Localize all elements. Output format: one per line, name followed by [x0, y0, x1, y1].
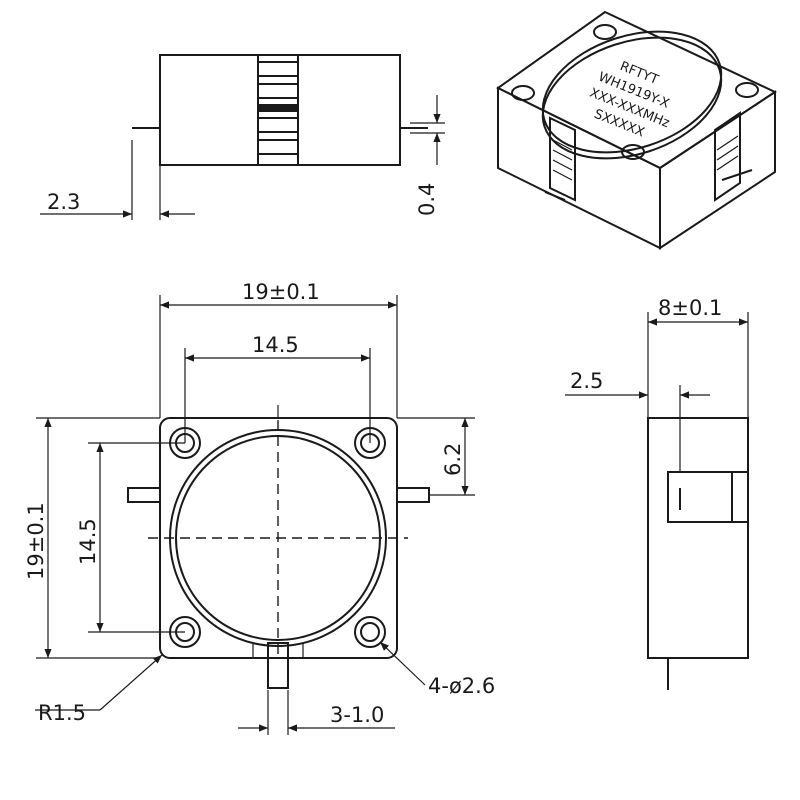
dim-tab-offset: 6.2 — [441, 443, 465, 476]
side-view-right: 8±0.1 2.5 — [565, 296, 749, 690]
dim-corner-radius: R1.5 — [38, 701, 86, 725]
dim-thickness: 8±0.1 — [658, 296, 722, 320]
isometric-view: RFTYT WH1919Y-X XXX-XXXMHz SXXXXX — [496, 10, 778, 250]
mount-hole-br — [354, 616, 386, 648]
dim-hole-pitch-x: 14.5 — [252, 333, 299, 357]
side-view-top: 2.3 0.4 — [40, 54, 445, 220]
dim-mount-holes: 4-ø2.6 — [428, 674, 495, 698]
dim-pin-offset: 2.5 — [570, 369, 603, 393]
dim-hole-pitch-y: 14.5 — [76, 518, 100, 565]
dim-lead-overhang: 2.3 — [47, 190, 80, 214]
dim-lead-thickness: 0.4 — [415, 183, 439, 216]
dim-pin-width: 3-1.0 — [330, 703, 384, 727]
dim-body-width: 19±0.1 — [242, 280, 320, 304]
plan-view: 19±0.1 14.5 19±0.1 14.5 6.2 R1.5 4-ø2.6 — [24, 280, 495, 735]
dim-body-height: 19±0.1 — [24, 502, 48, 580]
